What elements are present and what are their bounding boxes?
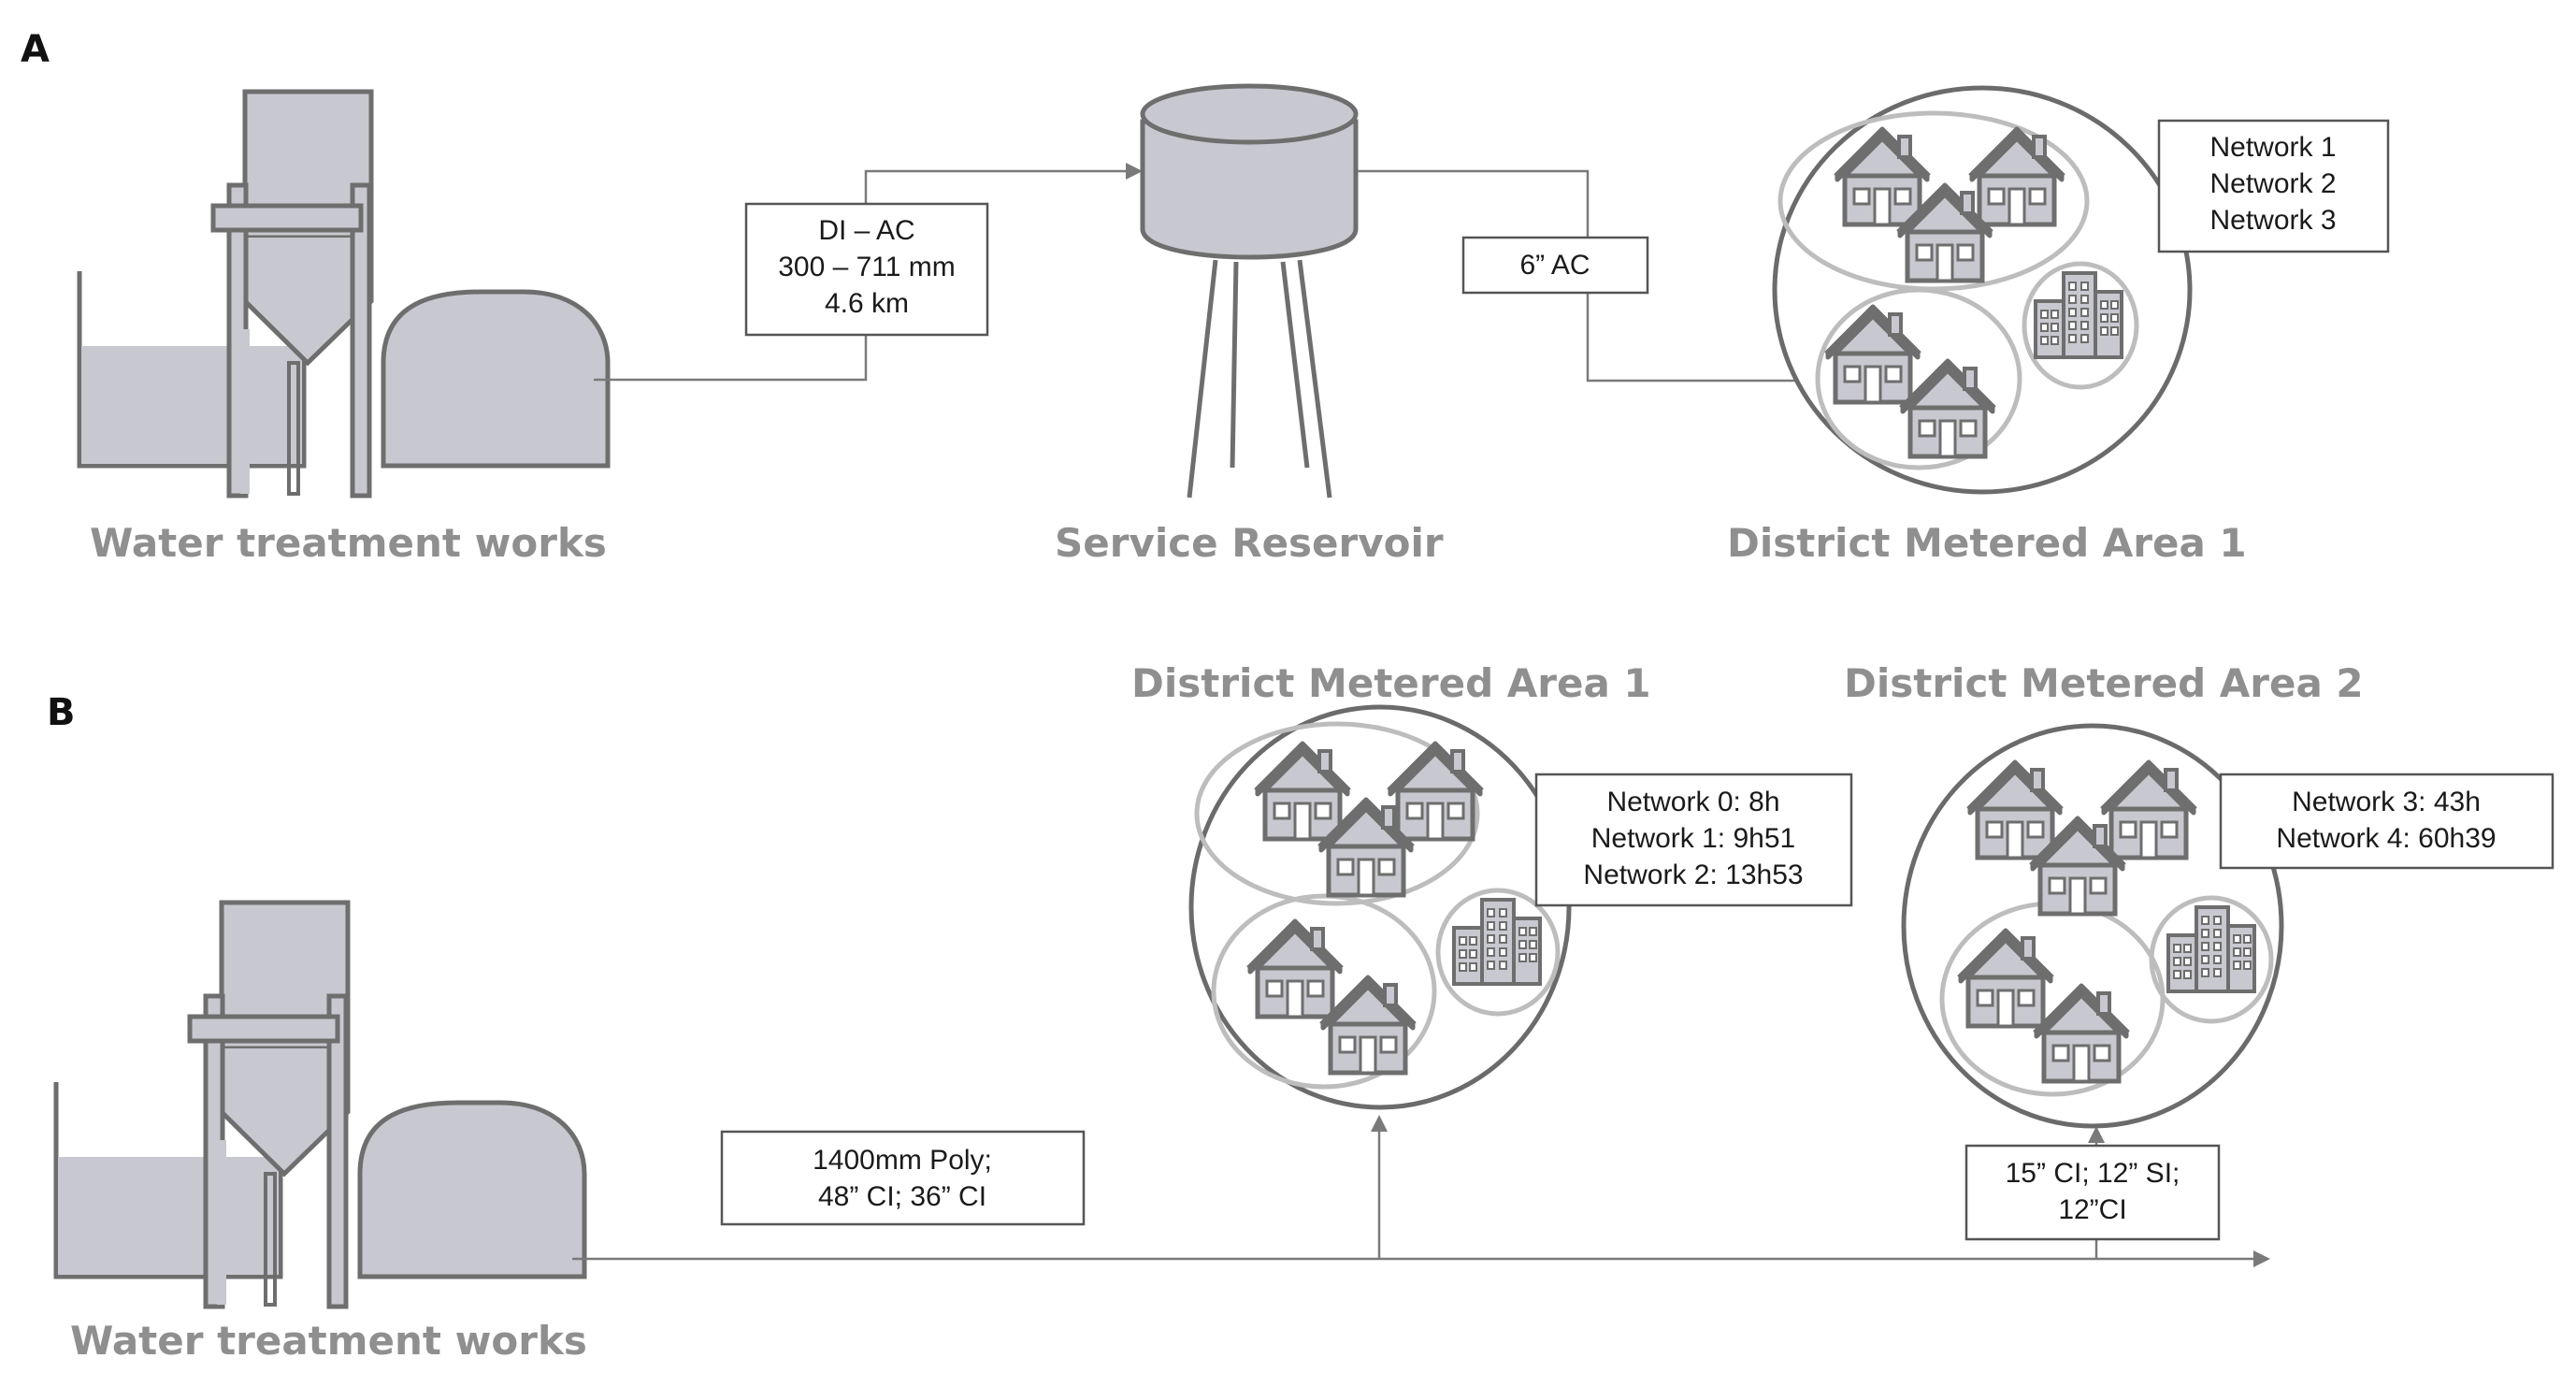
water-treatment-works-icon: [56, 903, 584, 1307]
pipe-spec-line2: 300 – 711 mm: [778, 252, 956, 282]
dma2-label-b: District Metered Area 2: [1844, 660, 2364, 706]
pipe-spec-box-b2: [1964, 1144, 2221, 1241]
reservoir-label: Service Reservoir: [1055, 520, 1444, 566]
dma-1-icon: [1188, 704, 1572, 1110]
network-3: Network 3: [2209, 205, 2336, 236]
network-2: Network 2: [2209, 168, 2336, 199]
water-treatment-works-icon: [79, 92, 608, 496]
pipe-arrowhead: [2088, 1126, 2105, 1143]
dma2-pipe-line1: 15” CI; 12” SI;: [2006, 1158, 2180, 1189]
pipe-spec-6in: 6” AC: [1519, 250, 1590, 281]
main-pipe-line2: 48” CI; 36” CI: [818, 1181, 986, 1212]
main-pipe-line1: 1400mm Poly;: [813, 1145, 992, 1176]
dma-2-icon: [1901, 723, 2284, 1129]
dma1-label-b: District Metered Area 1: [1131, 660, 1651, 706]
network-2-time: Network 2: 13h53: [1583, 860, 1803, 890]
pipe-spec-box-b: [720, 1130, 1086, 1226]
network-1: Network 1: [2209, 132, 2336, 163]
dma-label-a: District Metered Area 1: [1727, 520, 2247, 566]
network-1-time: Network 1: 9h51: [1591, 823, 1795, 854]
network-list-box-b2: [2219, 773, 2554, 870]
wtw-label-a: Water treatment works: [90, 520, 607, 566]
pipe-spec-line3: 4.6 km: [825, 288, 909, 319]
pipe-spec-line1: DI – AC: [818, 215, 914, 246]
dma2-pipe-line2: 12”CI: [2058, 1194, 2126, 1225]
wtw-label-b: Water treatment works: [70, 1318, 587, 1364]
dma-1-icon: [1772, 85, 2193, 495]
panel-b-letter: B: [47, 691, 76, 734]
pipe-arrowhead: [2253, 1250, 2270, 1267]
service-reservoir-icon: [1140, 83, 1359, 498]
network-0-time: Network 0: 8h: [1606, 787, 1779, 817]
network-3-time: Network 3: 43h: [2292, 787, 2481, 817]
network-list-box-a: [2157, 119, 2390, 253]
pipe-spec-box-a: [744, 202, 989, 337]
network-list-box-b1: [1534, 773, 1853, 907]
pipe-arrowhead: [1371, 1115, 1388, 1132]
network-4-time: Network 4: 60h39: [2276, 823, 2496, 854]
pipe-spec-box-a2: [1461, 236, 1649, 295]
pipe-arrowhead: [1126, 163, 1143, 180]
panel-a-letter: A: [21, 28, 50, 71]
panel-b: B Water treatment works 1400mm Poly; 48”…: [47, 660, 2554, 1364]
panel-a: A Water treatment works DI – AC 300 – 71…: [21, 28, 2390, 566]
